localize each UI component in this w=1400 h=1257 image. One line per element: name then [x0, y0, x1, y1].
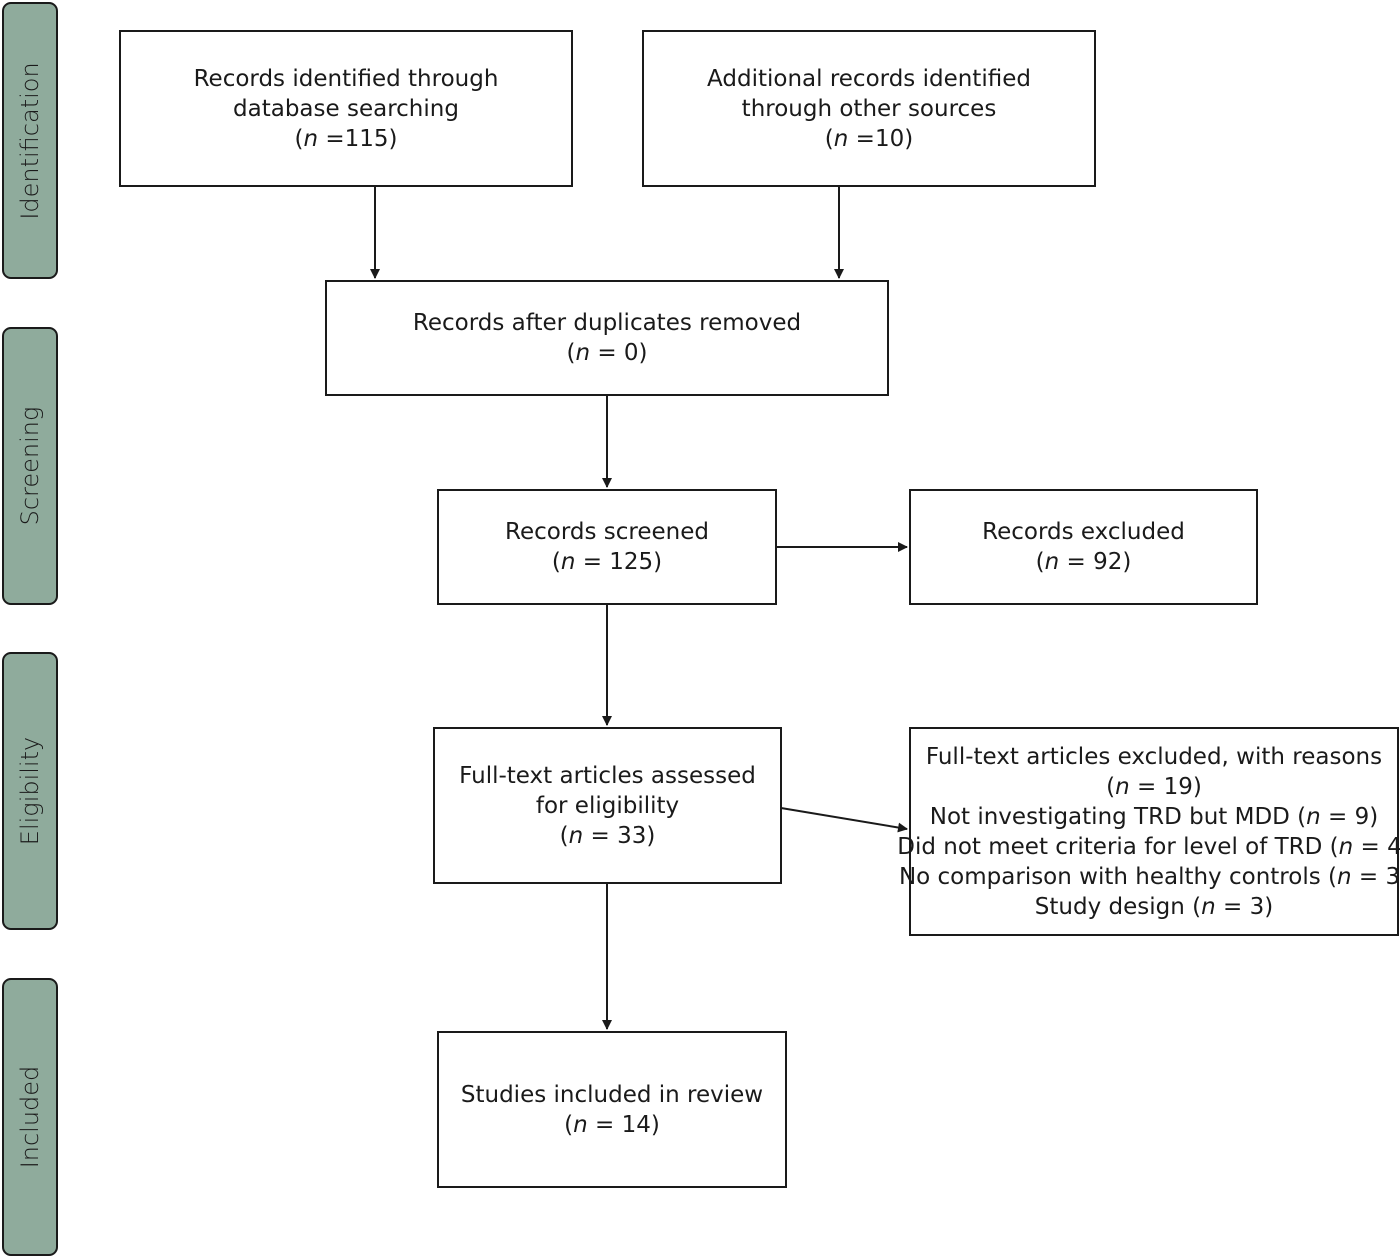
box-text-line: (n = 92) [1036, 547, 1132, 577]
text-segment: Full-text articles assessed [459, 762, 756, 789]
text-segment: Not investigating TRD but MDD ( [929, 803, 1307, 830]
box-text-line: (n = 14) [564, 1110, 660, 1140]
box-text-line: Not investigating TRD but MDD (n = 9) [930, 802, 1379, 832]
text-segment: = 0) [590, 340, 648, 366]
box-full-text-excluded: Full-text articles excluded, with reason… [897, 727, 1400, 936]
text-segment: ( [559, 822, 569, 849]
count-variable: n [1338, 833, 1354, 860]
count-variable: n [573, 1111, 588, 1138]
count-variable: n [568, 822, 584, 849]
text-segment: ( [1106, 773, 1116, 800]
count-variable: n [1044, 549, 1060, 575]
box-text-line: (n =10) [825, 124, 913, 154]
count-variable: n [1201, 893, 1216, 920]
text-segment: Study design ( [1034, 893, 1202, 920]
count-variable: n [833, 125, 849, 152]
count-variable: n [575, 340, 591, 366]
stage-label: Identification [16, 61, 44, 220]
box-text-line: Full-text articles assessed [459, 761, 756, 791]
box-text-line: Full-text articles excluded, with reason… [926, 742, 1382, 772]
box-text-line: (n = 33) [560, 821, 656, 851]
stage-identification: Identification [2, 2, 58, 279]
box-text-line: (n = 19) [1106, 772, 1202, 802]
box-other-sources: Additional records identified through oth… [642, 30, 1096, 187]
text-segment: = 14) [587, 1111, 660, 1138]
box-records-screened: Records screened(n = 125) [437, 489, 777, 605]
box-database-records: Records identified through database searc… [119, 30, 573, 187]
stage-included: Included [2, 978, 58, 1256]
text-segment: ( [564, 1111, 574, 1138]
box-records-excluded: Records excluded(n = 92) [909, 489, 1258, 605]
text-segment: = 92) [1059, 549, 1132, 575]
box-text-line: database searching [233, 94, 459, 124]
box-full-text-assessed: Full-text articles assessed for eligibili… [433, 727, 782, 884]
text-segment: for eligibility [535, 792, 680, 819]
text-segment: Records after duplicates removed [412, 310, 802, 336]
box-text-line: Study design (n = 3) [1035, 892, 1273, 922]
text-segment: No comparison with healthy controls ( [898, 863, 1337, 890]
text-segment: =10) [848, 125, 914, 152]
text-segment: Records screened [505, 519, 709, 545]
text-segment: through other sources [741, 95, 997, 122]
count-variable: n [303, 125, 319, 152]
box-text-line: Records identified through [194, 64, 499, 94]
text-segment: ( [294, 125, 304, 152]
count-variable: n [1115, 773, 1130, 800]
box-text-line: through other sources [742, 94, 997, 124]
stage-eligibility: Eligibility [2, 652, 58, 930]
text-segment: Full-text articles excluded, with reason… [925, 743, 1383, 770]
text-segment: Additional records identified [707, 65, 1031, 92]
text-segment: = 9) [1320, 803, 1379, 830]
text-segment: = 125) [575, 549, 663, 575]
count-variable: n [1306, 803, 1321, 830]
count-variable: n [1336, 863, 1352, 890]
box-text-line: Records after duplicates removed [413, 308, 801, 338]
stage-label: Eligibility [16, 736, 44, 846]
box-text-line: Studies included in review [461, 1080, 763, 1110]
text-segment: ( [551, 549, 561, 575]
text-segment: ( [1035, 549, 1045, 575]
box-studies-included: Studies included in review(n = 14) [437, 1031, 787, 1188]
text-segment: database searching [233, 95, 459, 122]
box-duplicates-removed: Records after duplicates removed(n = 0) [325, 280, 889, 396]
text-segment: = 19) [1129, 773, 1202, 800]
text-segment: = 33) [583, 822, 656, 849]
text-segment: ( [566, 340, 576, 366]
text-segment: Records excluded [982, 519, 1185, 545]
box-text-line: Records screened [505, 517, 709, 547]
text-segment: =115) [318, 125, 398, 152]
text-segment: Did not meet criteria for level of TRD ( [897, 833, 1339, 860]
box-text-line: Did not meet criteria for level of TRD (… [897, 832, 1400, 862]
stage-label: Included [16, 1065, 44, 1169]
count-variable: n [560, 549, 576, 575]
box-text-line: (n = 0) [566, 338, 647, 368]
stage-screening: Screening [2, 327, 58, 605]
arrow-fulltext-to-excluded [780, 807, 908, 833]
text-segment: = 3) [1215, 893, 1274, 920]
box-text-line: (n = 125) [552, 547, 662, 577]
text-segment: = 4) [1360, 833, 1400, 860]
box-text-line: for eligibility [536, 791, 679, 821]
text-segment: Records identified through [193, 65, 499, 92]
box-text-line: No comparison with healthy controls (n =… [899, 862, 1400, 892]
text-segment: Studies included in review [460, 1081, 764, 1108]
box-text-line: Additional records identified [707, 64, 1031, 94]
box-text-line: (n =115) [294, 124, 397, 154]
stage-label: Screening [16, 406, 44, 526]
text-segment: = 3) [1358, 863, 1400, 890]
text-segment: ( [824, 125, 834, 152]
box-text-line: Records excluded [982, 517, 1185, 547]
